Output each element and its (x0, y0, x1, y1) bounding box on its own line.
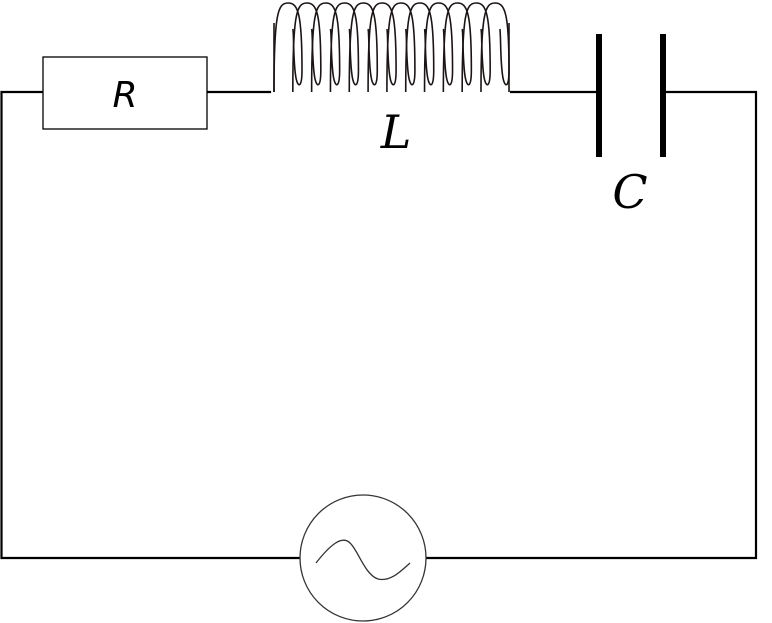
resistor-label: R (112, 75, 137, 116)
sine-wave-icon (315, 539, 411, 581)
inductor-coil-turn (461, 2, 491, 93)
wire-left-loop (0, 90, 302, 560)
inductor-label: L (380, 105, 412, 159)
inductor (273, 2, 510, 93)
resistor: R (42, 56, 208, 130)
inductor-coil-turn (386, 2, 416, 93)
inductor-coil-turn (404, 2, 435, 93)
inductor-coil-turn (480, 2, 510, 93)
capacitor: C (596, 34, 666, 219)
inductor-coil-turn (367, 2, 397, 93)
inductor-coil-turn (329, 2, 360, 93)
wire-right-loop (424, 90, 758, 560)
inductor-coil-turn (310, 2, 341, 93)
ac-source-circle (299, 494, 427, 622)
inductor-coil-turn (423, 2, 454, 93)
inductor-coil-turn (348, 2, 379, 93)
wires (0, 90, 758, 560)
inductor-coil-turn (442, 2, 473, 93)
resistor-body (42, 56, 208, 130)
inductor-coil-turn (292, 2, 322, 93)
capacitor-label: C (612, 165, 647, 219)
inductor-coil-turn (273, 2, 303, 93)
ac-source (299, 494, 427, 622)
